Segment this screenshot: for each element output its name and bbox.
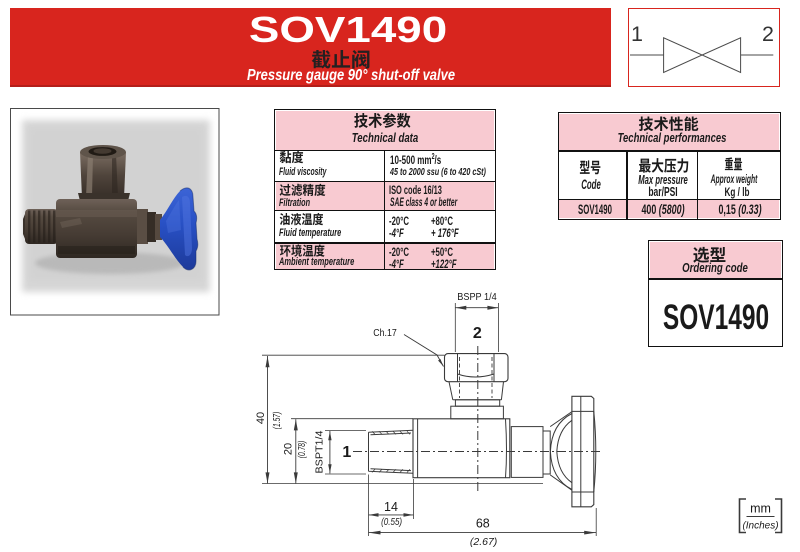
svg-text:mm: mm [750,502,771,516]
svg-text:20: 20 [283,443,295,455]
svg-text:(0.78): (0.78) [297,441,308,459]
svg-text:(2.67): (2.67) [470,536,497,548]
svg-text:BSPP 1/4: BSPP 1/4 [457,291,497,303]
svg-text:68: 68 [476,517,490,531]
svg-text:(0.55): (0.55) [381,516,402,528]
svg-text:1: 1 [342,444,351,461]
svg-text:Ch.17: Ch.17 [373,327,397,339]
svg-text:(1.57): (1.57) [272,412,283,430]
svg-text:2: 2 [473,325,482,342]
svg-text:BSPT1/4: BSPT1/4 [314,430,326,473]
svg-text:14: 14 [384,500,398,514]
svg-text:40: 40 [255,412,267,424]
svg-text:(Inches): (Inches) [742,521,778,532]
